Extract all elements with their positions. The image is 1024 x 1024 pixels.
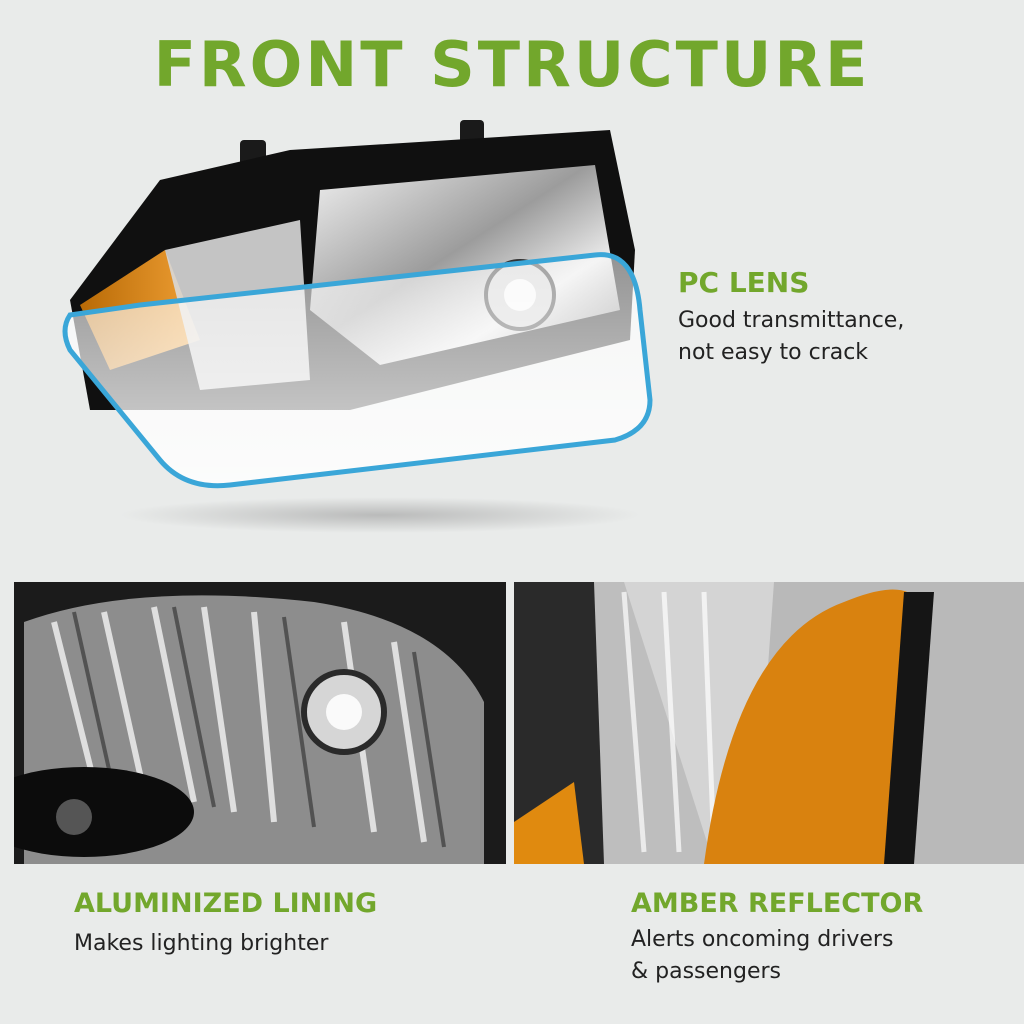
amber-reflector-title: AMBER REFLECTOR — [631, 888, 924, 919]
headlight-hero-image — [62, 120, 653, 533]
aluminized-lining-image — [14, 582, 506, 864]
pc-lens-desc-line2: not easy to crack — [678, 340, 869, 365]
amber-reflector-desc-line2: & passengers — [631, 959, 782, 984]
pc-lens-title: PC LENS — [678, 266, 810, 299]
aluminized-lining-desc: Makes lighting brighter — [74, 931, 329, 956]
page-title: FRONT STRUCTURE — [153, 28, 871, 101]
pc-lens-desc-line1: Good transmittance, — [678, 308, 905, 333]
amber-reflector-image — [514, 582, 1024, 864]
aluminized-lining-title: ALUMINIZED LINING — [74, 888, 378, 919]
amber-reflector-desc-line1: Alerts oncoming drivers — [631, 927, 894, 952]
